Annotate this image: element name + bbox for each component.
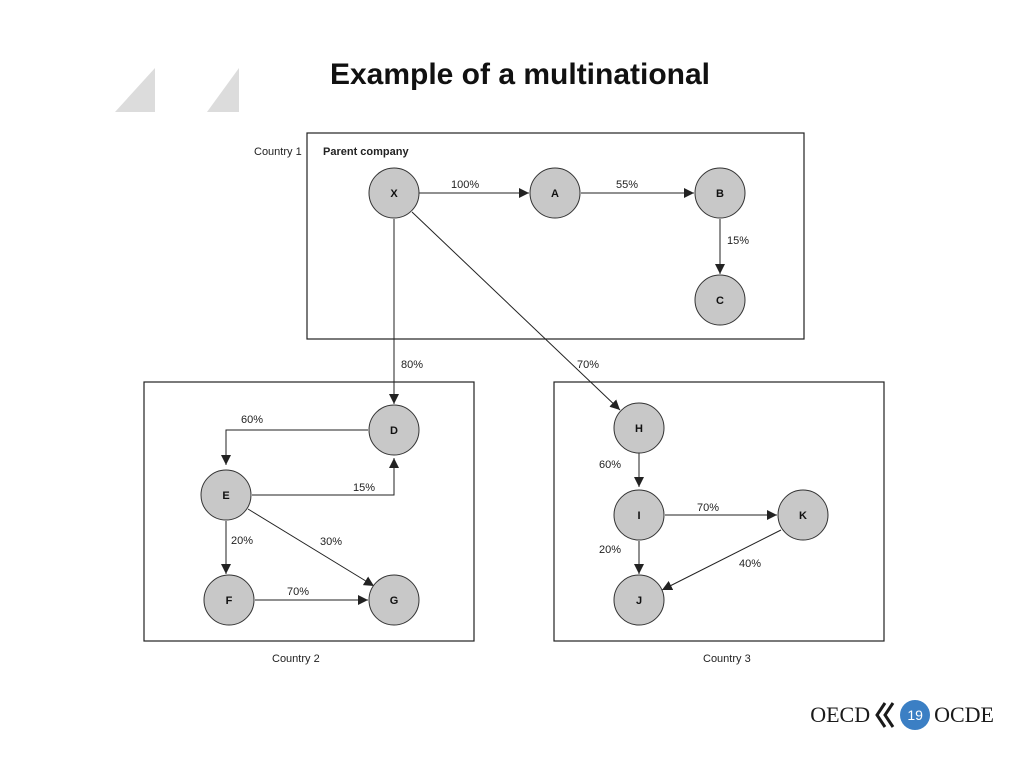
chevron-logo-icon [875,702,895,728]
logo-right-text: OCDE [934,702,994,727]
node-c-label: C [716,295,724,307]
node-b: B [694,167,746,219]
node-e: E [200,469,252,521]
country-3-label: Country 3 [703,653,751,665]
edge-e-d-label: 15% [353,482,375,494]
node-b-label: B [716,188,724,200]
node-d: D [368,404,420,456]
node-a: A [529,167,581,219]
node-k-label: K [799,510,807,522]
node-h-label: H [635,423,643,435]
edge-i-k-label: 70% [697,502,719,514]
edge-x-h [411,211,621,411]
oecd-logo: OECD 19 OCDE [810,700,994,730]
edge-x-d-label: 80% [401,359,423,371]
node-f-label: F [226,595,233,607]
edge-e-g-label: 30% [320,536,342,548]
node-k: K [777,489,829,541]
node-a-label: A [551,188,559,200]
decorative-wedges [115,68,239,112]
node-f: F [203,574,255,626]
edge-k-j [661,529,782,591]
node-j-label: J [636,595,642,607]
edge-d-e-label: 60% [241,414,263,426]
edge-d-e [221,429,368,465]
node-i-label: I [637,510,640,522]
node-e-label: E [222,490,229,502]
node-g: G [368,574,420,626]
edge-e-d [252,458,399,496]
edge-x-a-label: 100% [451,179,479,191]
page-number: 19 [900,700,931,730]
node-j: J [613,574,665,626]
node-x: X [368,167,420,219]
edge-f-g-label: 70% [287,586,309,598]
slide-title: Example of a multinational [329,58,711,91]
edge-a-b-label: 55% [616,179,638,191]
country-2-label: Country 2 [272,653,320,665]
logo-left-text: OECD [810,702,871,727]
country-3-box [553,381,885,642]
edge-k-j-label: 40% [739,558,761,570]
node-c: C [694,274,746,326]
edge-b-c-label: 15% [727,235,749,247]
node-g-label: G [390,595,399,607]
node-d-label: D [390,425,398,437]
node-h: H [613,402,665,454]
edge-e-g [247,508,375,587]
country-1-label: Country 1 [254,146,302,158]
parent-company-label: Parent company [323,146,409,158]
node-x-label: X [390,188,398,200]
country-1-box [306,132,805,340]
country-2-box [143,381,475,642]
edge-i-j-label: 20% [599,544,621,556]
edge-h-i-label: 60% [599,459,621,471]
node-i: I [613,489,665,541]
edge-e-f-label: 20% [231,535,253,547]
edge-x-h-label: 70% [577,359,599,371]
